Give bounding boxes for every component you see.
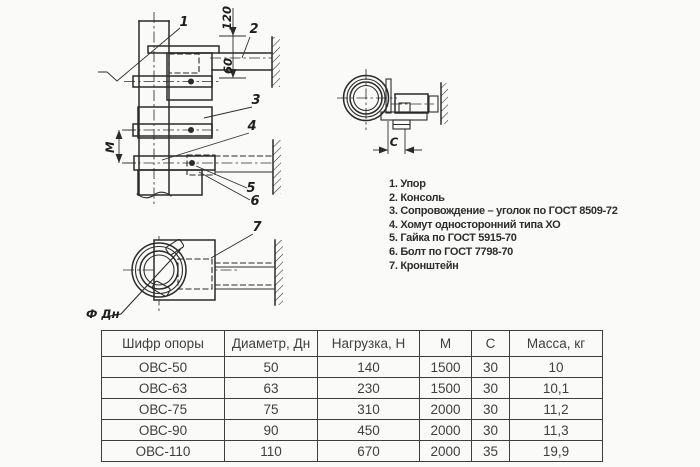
table-cell: ОВС-90 [101,419,225,441]
wall-hatch-topview [274,239,283,306]
col-header-c: С [471,330,510,357]
legend-item-2: 2. Консоль [389,191,445,204]
table-cell: 63 [224,377,318,399]
callout-7-bracket: 7 [252,220,262,235]
legend-item-5: 5. Гайка по ГОСТ 5915-70 [389,232,517,245]
table-cell: 30 [471,398,510,420]
pipe-cross-section [131,238,187,298]
table-cell: 140 [317,356,420,378]
dim-label-120: 120 [220,6,234,30]
callout-6-bolt: 6 [250,194,259,209]
diameter-leader [109,249,181,317]
legend-item-6: 6. Болт по ГОСТ 7798-70 [389,245,513,258]
specs-table: Шифр опоры Диаметр, Дн Нагрузка, Н М С М… [101,330,603,462]
table-cell: 30 [471,377,510,399]
table-cell: 90 [224,419,318,441]
wall-hatch-detail [440,82,448,125]
dimension-m: М [103,129,136,164]
table-row: ОВС-50 50 140 1500 30 10 [101,356,603,378]
table-cell: 11,2 [509,398,603,420]
table-cell: 30 [471,356,510,378]
clamp-band [342,74,392,122]
console-beam [210,52,273,71]
legend-item-4: 4. Хомут односторонний типа ХО [389,218,561,231]
table-cell: 50 [224,356,318,378]
clamp-detail-view: С [337,69,448,154]
table-cell: 230 [317,377,420,399]
detail-bracket [391,93,439,114]
pipe [136,12,172,207]
col-header-code: Шифр опоры [101,330,225,357]
lower-block [137,154,216,196]
dim-label-60: 60 [221,58,235,74]
table-cell: 2000 [419,440,472,462]
col-header-load: Нагрузка, Н [317,330,420,357]
legend-item-1: 1. Упор [389,178,426,190]
table-cell: 1500 [419,377,472,399]
stop-plate [147,45,220,54]
col-header-m: М [419,330,472,357]
table-cell: ОВС-75 [101,398,225,420]
table-cell: 1500 [419,356,472,378]
table-cell: 11,3 [509,419,603,441]
dim-label-c: С [390,135,399,149]
callout-leaders [98,27,253,201]
table-cell: 450 [317,419,420,441]
bolt-and-nut [392,102,411,130]
dim-label-m: М [103,141,117,153]
table-row: ОВС-90 90 450 2000 30 11,3 [101,419,603,441]
legend-item-3: 3. Сопровождение – уголок по ГОСТ 8509-7… [389,205,618,218]
legend-item-7: 7. Кронштейн [389,259,459,272]
callout-5-nut: 5 [246,181,255,196]
drawing-canvas: 120 60 М 1 2 3 4 [86,6,448,321]
table-cell: 35 [471,440,510,462]
table-cell: 19,9 [509,440,603,462]
table-cell: 30 [471,419,510,441]
callout-4-clamp: 4 [246,119,256,134]
col-header-mass: Масса, кг [509,330,603,357]
callout-2-console: 2 [249,22,258,37]
hidden-lines-to-wall [214,262,276,290]
side-view-drawing: 120 60 М 1 2 3 4 [98,6,281,209]
table-row: ОВС-110 110 670 2000 35 19,9 [101,440,603,462]
wall-hatch-upper [271,36,280,88]
wall-hatch-lower [272,139,281,195]
hidden-beam [214,155,274,173]
table-cell: 10,1 [509,377,603,399]
callout-3-angle-guide: 3 [251,93,260,108]
table-cell: ОВС-63 [101,377,225,399]
clamp-bar-1 [124,75,219,88]
angle-guide-block [137,106,213,139]
table-cell: ОВС-110 [101,440,225,462]
clamp-bar-3 [124,155,272,171]
callout-1-stop: 1 [179,15,188,30]
table-cell: 2000 [419,398,472,420]
callout-7-leader [210,233,254,259]
table-cell: 75 [224,398,318,420]
parts-legend: 1. Упор 2. Консоль 3. Сопровождение – уг… [389,178,618,273]
diameter-label: Ф Дн [86,307,120,321]
table-cell: 110 [224,440,318,462]
table-cell: 310 [317,398,420,420]
table-cell: 2000 [419,419,472,441]
table-row: ОВС-75 75 310 2000 30 11,2 [101,398,603,420]
table-cell: 10 [509,356,603,378]
table-cell: ОВС-50 [101,356,225,378]
dimension-120-60: 120 60 [219,6,246,79]
table-cell: 670 [317,440,420,462]
top-view-drawing: Ф Дн 7 [86,220,283,321]
table-header-row: Шифр опоры Диаметр, Дн Нагрузка, Н М С М… [101,330,603,357]
dimension-c: С [373,121,422,154]
table-row: ОВС-63 63 230 1500 30 10,1 [101,377,603,399]
bracket-plate [153,239,216,301]
col-header-diameter: Диаметр, Дн [224,330,318,357]
